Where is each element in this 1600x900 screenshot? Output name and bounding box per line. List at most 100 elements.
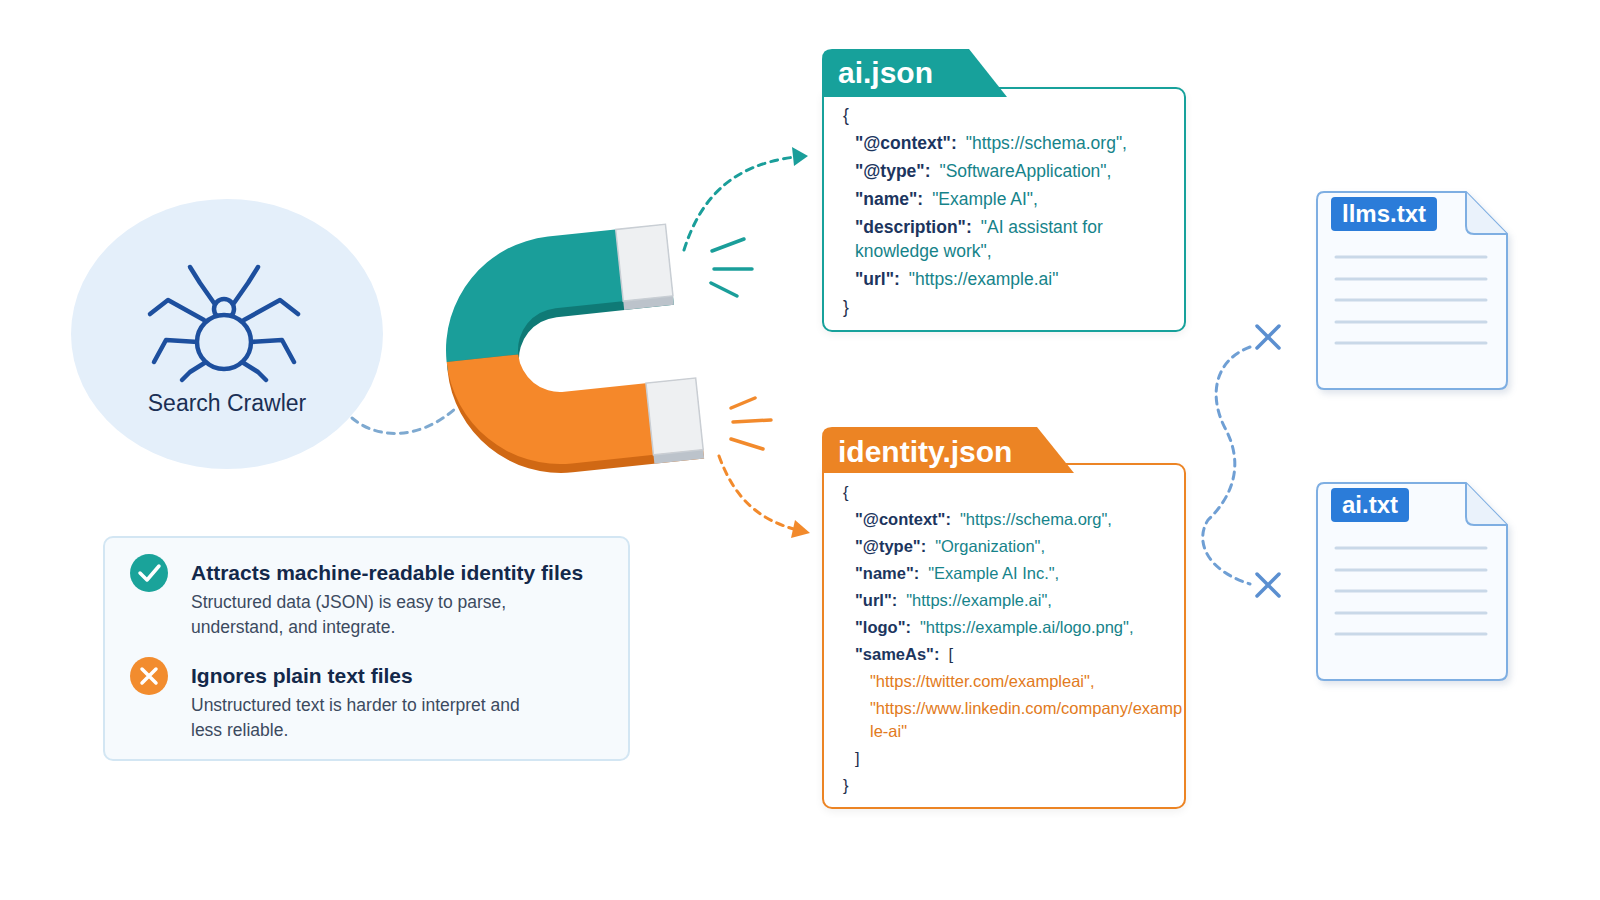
magnet-arm [435,224,678,362]
attraction-arrow [684,157,795,250]
text-line [1336,256,1486,259]
magnet-arm-shade [448,345,705,484]
code-line: "@context": "https://schema.org", [843,131,1183,155]
tab-shape [822,427,1074,473]
file-name: ai.txt [1342,488,1398,522]
cross-stroke [1257,574,1279,596]
code-line: { [843,481,1183,504]
code-brace: } [843,297,849,317]
json-key: "@type": [855,537,926,555]
card-body [822,87,1186,332]
json-value: "https://example.ai/logo.png", [920,618,1134,636]
spark-line [733,420,771,422]
spider-leg [190,267,214,303]
json-key: "name": [855,564,919,582]
arrow-head [792,147,808,166]
key-text: Structured data (JSON) is easy to parse,… [191,590,549,639]
attraction-sparks [711,239,752,296]
arrow-head [791,520,810,538]
attraction-arrow [719,456,797,530]
code-brace: { [843,483,849,501]
magnet-shade [436,232,704,484]
text-line [1336,633,1486,636]
spark-line [712,239,744,251]
spider-leg [234,267,258,303]
json-value: "Example AI", [932,189,1038,209]
key-text: Unstructured text is harder to interpret… [191,693,549,742]
json-key: "@context": [855,510,951,528]
magnet-pole [616,224,673,301]
spark-line [731,439,763,449]
cross-stroke [1257,574,1279,596]
json-file-card: identity.json{"@context":"https://schema… [822,427,1186,809]
code-line: "@context": "https://schema.org", [843,508,1183,531]
json-url: "https://www.linkedin.com/company/exampl… [870,699,1182,740]
code-line: "url": "https://example.ai" [843,267,1183,291]
spark-line [711,283,737,296]
document-shape [1317,483,1507,680]
spider-body [197,315,251,369]
file-label: ai.txt [1331,488,1409,522]
code-line: "url":"https://example.ai", [843,589,1183,612]
text-line [1336,321,1486,324]
spider-leg [244,300,298,320]
ignore-mark [1257,574,1279,596]
json-value: "https://schema.org", [966,133,1127,153]
code-brace: [ [948,645,953,663]
magnet [435,223,704,484]
cross-stroke [1257,326,1279,348]
spider-leg [242,362,266,380]
spider-leg [154,340,198,362]
spark-line [714,267,752,271]
code-block: {"@context":"https://schema.org","@type"… [843,103,1183,323]
code-line: "description":"AI assistant for knowledg… [843,215,1183,263]
magnet-arm [447,336,704,475]
node-label: Search Crawler [71,388,383,418]
code-brace: { [843,105,849,125]
json-key: "@context": [855,133,957,153]
text-file: llms.txt [1316,191,1508,390]
code-line: { [843,103,1183,127]
key-box: Attracts machine-readable identity files… [103,536,630,761]
text-line [1336,612,1486,615]
attraction-sparks [731,398,771,449]
ignore-mark [1257,326,1279,348]
magnet-arm-shade [436,233,679,371]
code-line: "https://twitter.com/exampleai", [843,670,1183,693]
json-key: "url": [855,269,900,289]
json-key: "description": [855,217,972,237]
file-name: llms.txt [1342,197,1426,231]
magnet-pole [646,378,703,455]
check-mark [140,566,159,580]
spider-leg [150,300,204,320]
code-line: } [843,295,1183,319]
ignored-link [1203,347,1250,584]
code-line: "logo":"https://example.ai/logo.png", [843,616,1183,639]
spider-leg [182,362,206,380]
json-value: "Organization", [935,537,1045,555]
code-line: "name":"Example AI Inc.", [843,562,1183,585]
json-key: "name": [855,189,923,209]
key-title: Ignores plain text files [191,663,621,689]
text-line [1336,342,1486,345]
json-url: "https://twitter.com/exampleai", [870,672,1094,690]
text-line [1336,299,1486,302]
json-value: "https://schema.org", [960,510,1112,528]
code-line: ] [843,747,1183,770]
spark-line [731,398,755,408]
crawler-circle: Search Crawler [71,199,383,469]
pole-shade [647,387,704,464]
cross-icon [130,657,168,695]
text-file: ai.txt [1316,482,1508,681]
spider-head [214,299,234,319]
text-line [1336,547,1486,550]
json-value: "SoftwareApplication", [939,161,1111,181]
json-value: "https://example.ai" [909,269,1059,289]
text-line [1336,590,1486,593]
file-label: llms.txt [1331,197,1437,231]
pole-shade [617,233,674,310]
code-line: "name": "Example AI", [843,187,1183,211]
code-line: "@type": "Organization", [843,535,1183,558]
